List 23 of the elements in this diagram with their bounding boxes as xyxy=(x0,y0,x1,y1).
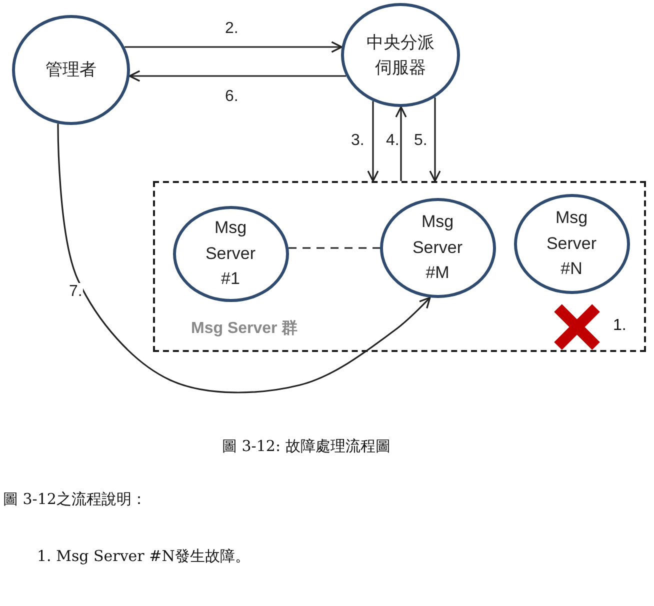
ellipse-node xyxy=(380,198,496,298)
ellipse-node xyxy=(514,194,630,294)
node-label: 中央分派伺服器 xyxy=(366,32,436,79)
figure-caption: 圖 3-12: 故障處理流程圖 xyxy=(222,437,390,456)
ellipse-node xyxy=(172,206,288,302)
arrow xyxy=(395,106,407,181)
ellipse-node xyxy=(341,3,460,107)
node-label: Msg Server #N xyxy=(545,207,598,280)
arrow xyxy=(128,70,346,82)
step-number: 1. xyxy=(613,317,626,335)
arrow xyxy=(367,101,379,182)
arrow xyxy=(57,124,431,394)
ellipse-node xyxy=(12,15,130,125)
description-heading: 圖 3-12之流程說明： xyxy=(3,490,146,509)
node-label: Msg Server #M xyxy=(411,211,464,284)
dashed-connector xyxy=(288,247,380,249)
node-label: Msg Server #1 xyxy=(204,217,257,290)
node-label: 管理者 xyxy=(44,59,98,82)
description-item: 1. Msg Server #N發生故障。 xyxy=(37,547,250,566)
dashed-group-box xyxy=(153,181,646,352)
arrow xyxy=(124,41,342,53)
arrow xyxy=(429,97,441,182)
group-title: Msg Server 群 xyxy=(191,318,298,339)
